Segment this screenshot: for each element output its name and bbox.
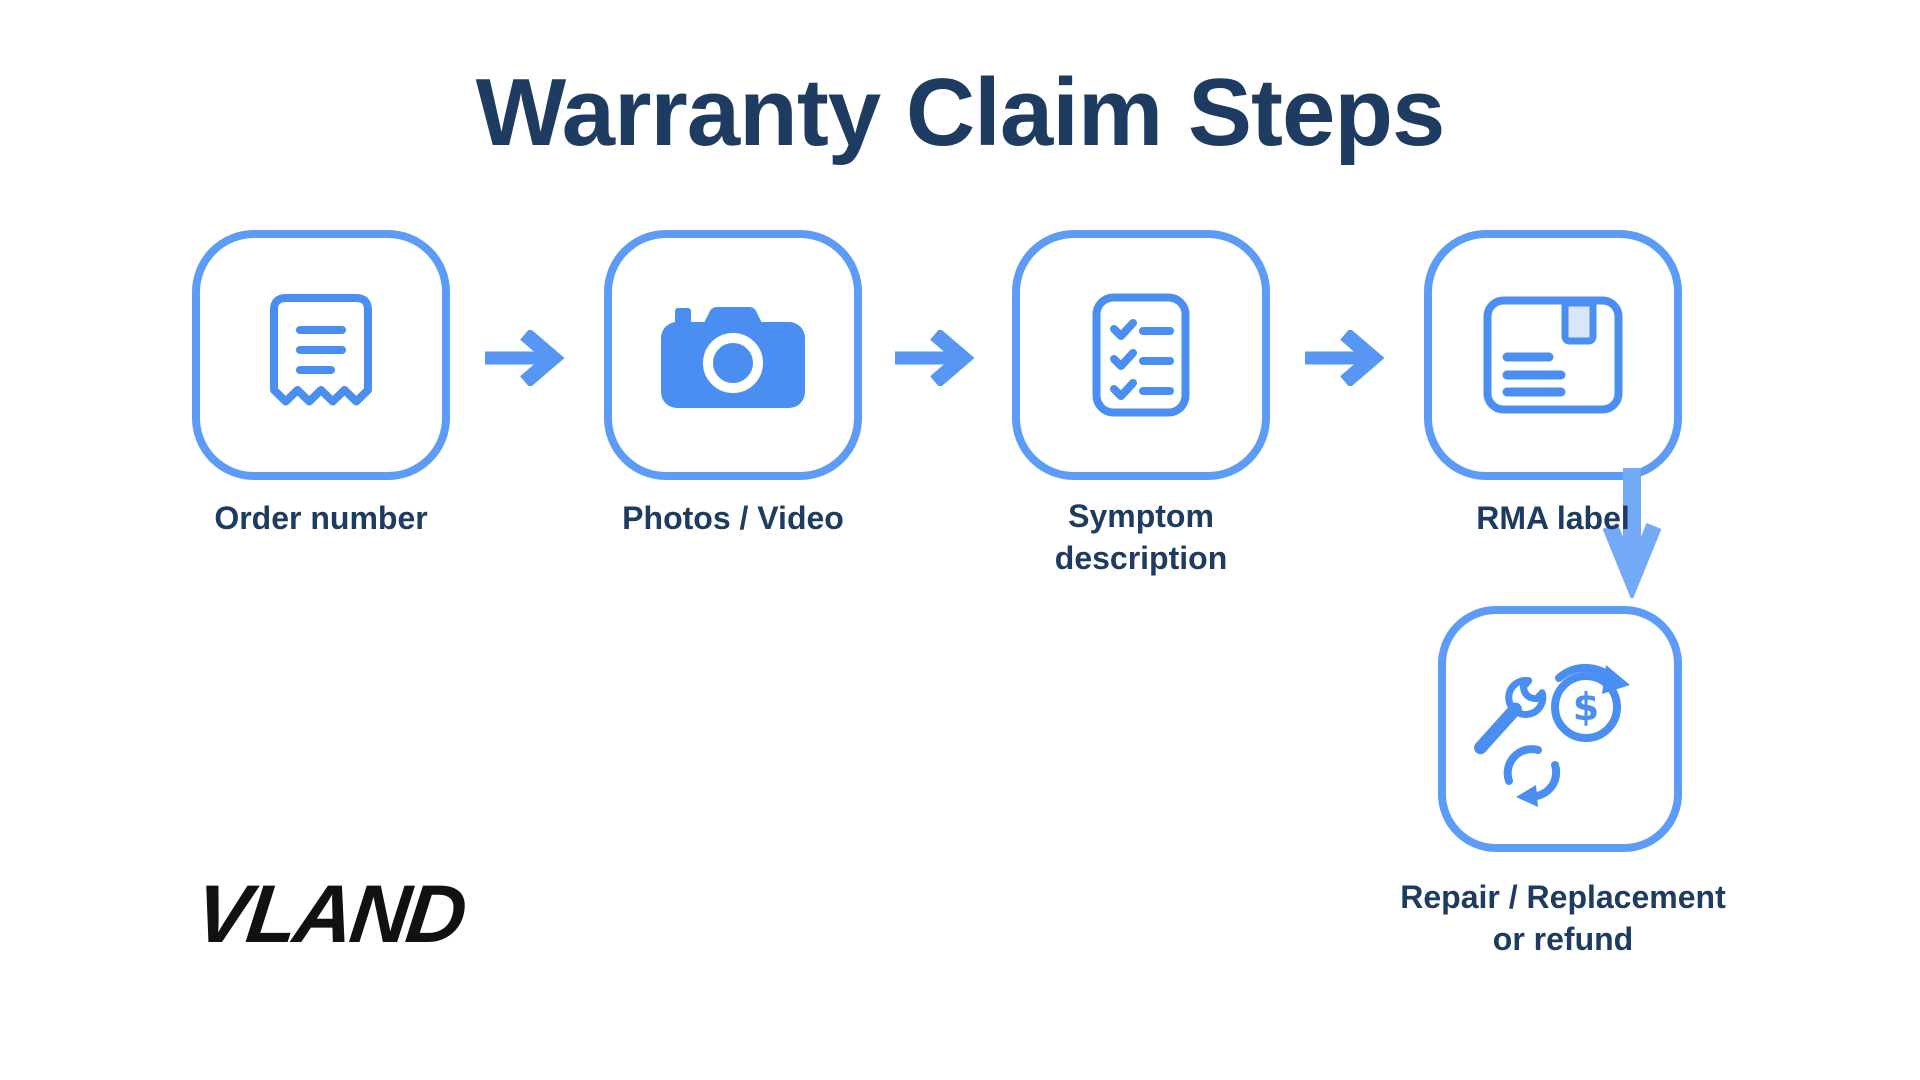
package-icon [1483,296,1623,414]
arrow-right-icon [895,330,975,386]
vland-logo: VLAND [190,869,469,960]
step-box-order-number [192,230,450,480]
arrow-down-icon [1602,468,1662,598]
step-label-rma-label: RMA label [1476,500,1630,536]
refresh-icon [1503,745,1561,807]
arrow-right-icon [1305,330,1385,386]
step-box-photos-video [604,230,862,480]
receipt-icon [270,294,372,406]
step-label-photos-video: Photos / Video [622,500,844,536]
page-title: Warranty Claim Steps [475,59,1446,166]
repair-refund-icon: $ [1474,664,1630,807]
step-label-order-number: Order number [214,500,428,536]
step-box-rma-label [1424,230,1682,480]
step-label-repair-replacement-refund: Repair / Replacement or refund [1400,879,1726,958]
wrench-icon [1474,676,1547,755]
camera-icon [661,307,805,408]
step-box-repair-replacement-refund: $ [1438,606,1682,852]
arrow-right-icon [485,330,565,386]
step-box-symptom-description [1012,230,1270,480]
step-label-symptom-description: Symptom description [1054,498,1228,577]
checklist-icon [1092,293,1190,417]
dollar-refresh-icon: $ [1551,664,1630,742]
svg-text:$: $ [1573,685,1599,729]
